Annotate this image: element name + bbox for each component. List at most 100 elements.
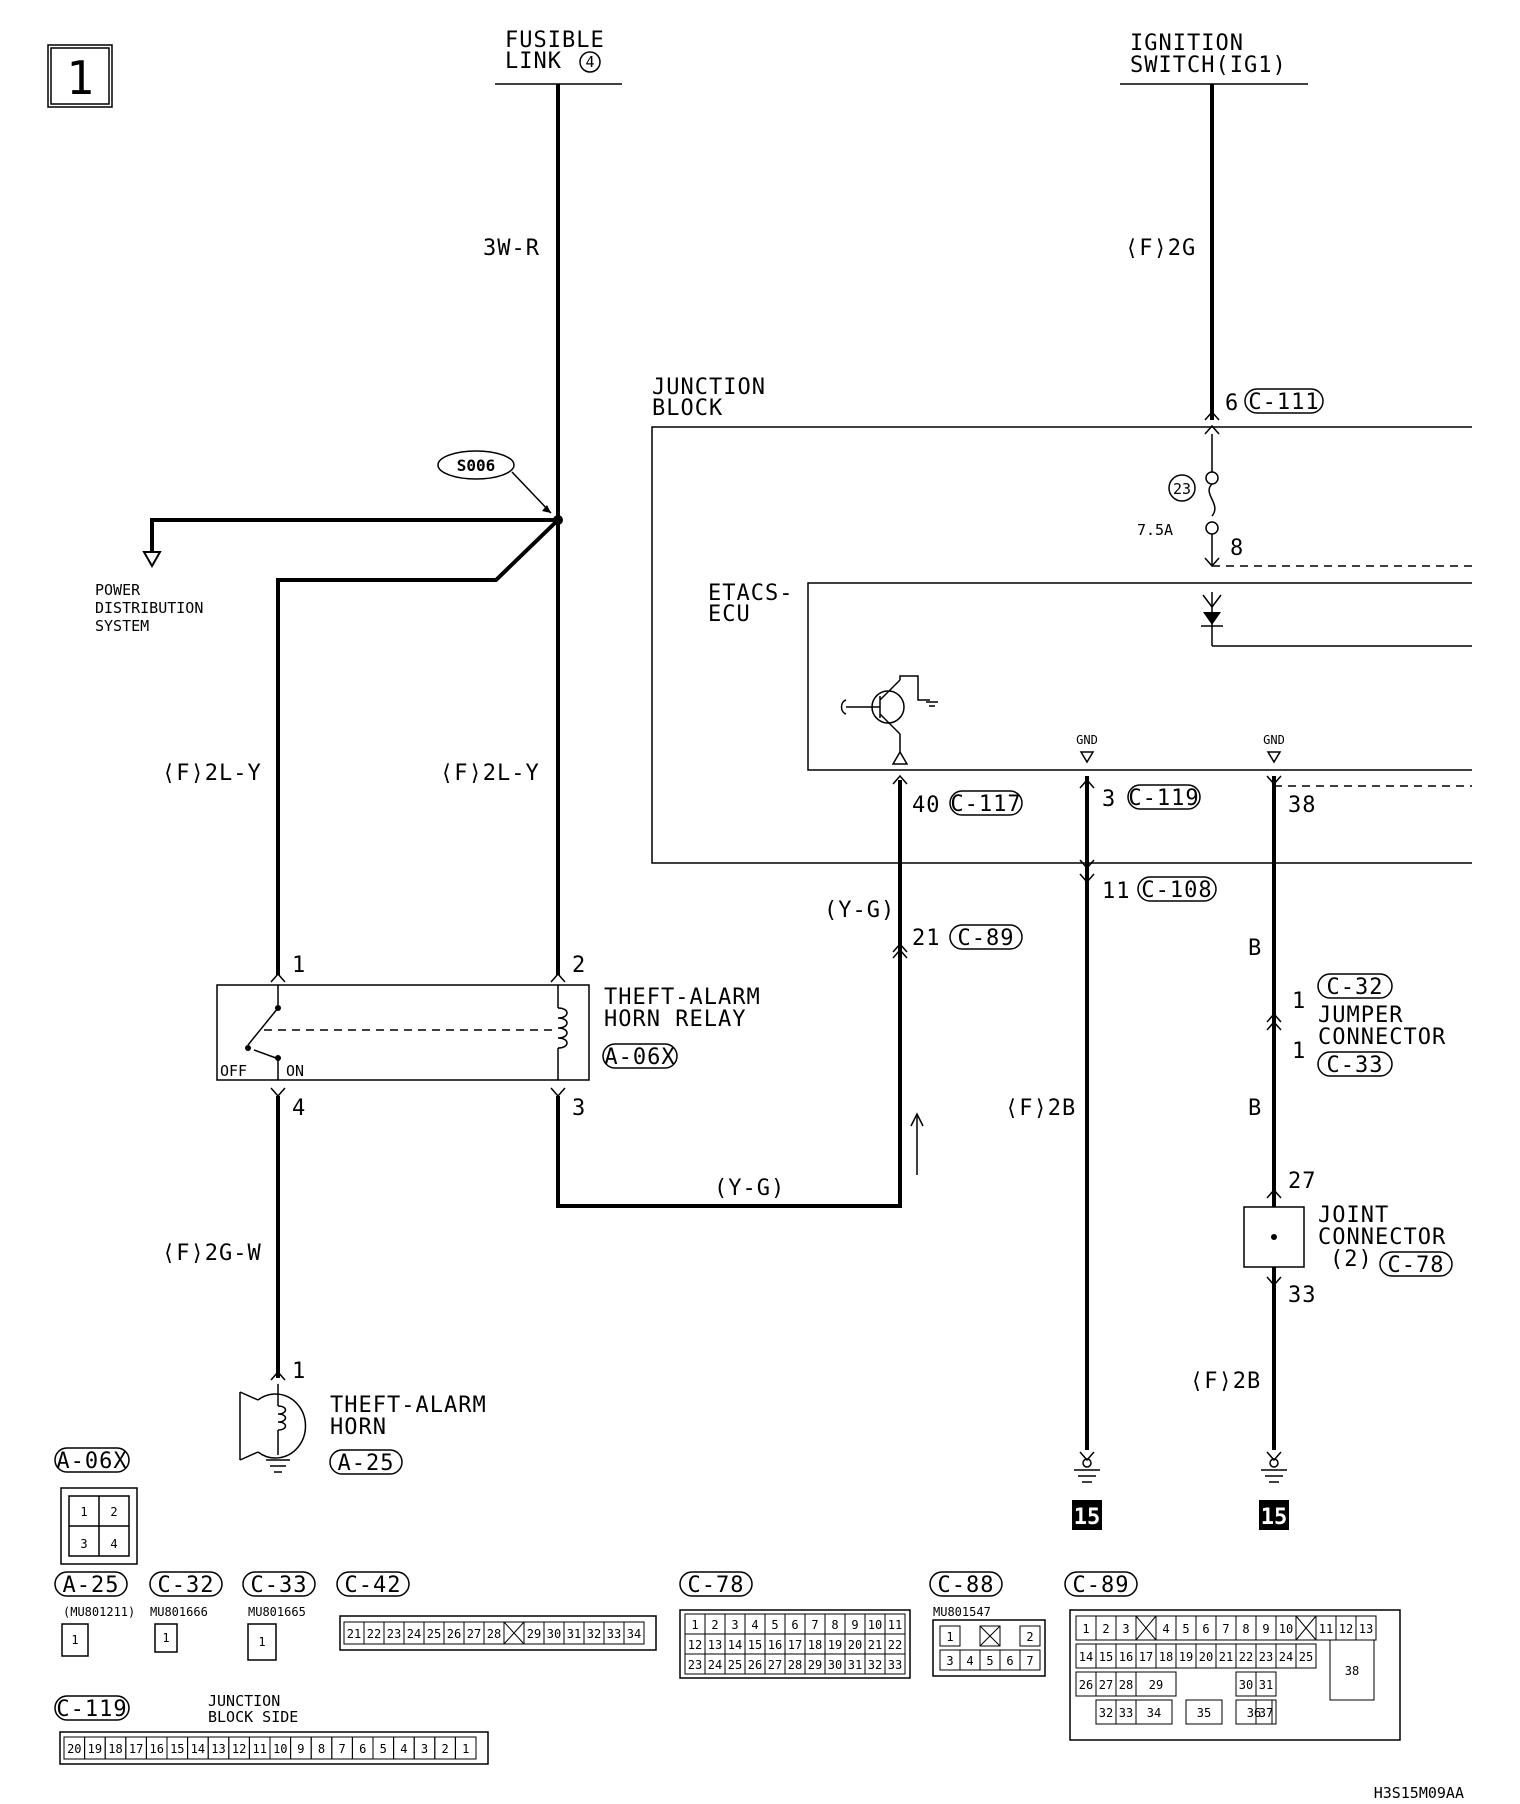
relay-name-2: HORN RELAY: [604, 1007, 746, 1032]
c89-pin: 24: [1279, 1650, 1293, 1664]
wire-label-b-lower: B: [1248, 1096, 1262, 1121]
wire-label-yg-top: (Y-G): [824, 898, 895, 923]
c78-pin: 28: [788, 1658, 802, 1672]
relay-on: ON: [286, 1062, 304, 1080]
c89-pin: 15: [1099, 1650, 1113, 1664]
c111-conn: C-111: [1248, 390, 1319, 415]
c32-pin: 1: [1292, 989, 1306, 1014]
a06x-pin: 4: [110, 1537, 117, 1551]
c88-blank-mark: [979, 1625, 1001, 1647]
ignition-switch-source: IGNITION SWITCH(IG1): [1120, 31, 1308, 85]
horn-conn: A-25: [338, 1451, 395, 1476]
a25-part: (MU801211): [63, 1605, 135, 1619]
c78-pin: 12: [688, 1638, 702, 1652]
c119-pin: 3: [421, 1742, 428, 1756]
c119-pin: 10: [273, 1742, 287, 1756]
c108-pin: 11: [1102, 879, 1131, 904]
c78-pin: 32: [868, 1658, 882, 1672]
power-dist-label-1: POWER: [95, 581, 141, 599]
c88-pin: 4: [966, 1654, 973, 1668]
c89-pin: 26: [1079, 1678, 1093, 1692]
c119-pin: 19: [88, 1742, 102, 1756]
c42-label: C-42: [345, 1573, 402, 1598]
power-dist-label-2: DISTRIBUTION: [95, 599, 203, 617]
fuse-pin: 8: [1230, 536, 1244, 561]
horn-label-1: THEFT-ALARM: [330, 1393, 487, 1418]
c78-pin: 20: [848, 1638, 862, 1652]
c78-pin: 11: [888, 1618, 902, 1632]
c89-conn: C-89: [958, 926, 1015, 951]
c32-view-label: C-32: [158, 1573, 215, 1598]
c78-pin: 4: [751, 1618, 758, 1632]
c33-view-label: C-33: [251, 1573, 308, 1598]
etacs-gnd2: GND: [1263, 733, 1285, 747]
c119-pin: 7: [338, 1742, 345, 1756]
c78-pin: 17: [788, 1638, 802, 1652]
c88-pin: 1: [946, 1630, 953, 1644]
joint-label-2: CONNECTOR: [1318, 1225, 1446, 1250]
etacs-ecu: ETACS- ECU GND GND: [708, 581, 1472, 771]
a06x-pin: 2: [110, 1505, 117, 1519]
a25-label: A-25: [63, 1573, 120, 1598]
c89-pin: 21: [1219, 1650, 1233, 1664]
c119-pin: 16: [149, 1742, 163, 1756]
c88-pin: 2: [1026, 1630, 1033, 1644]
c78-pin: 29: [808, 1658, 822, 1672]
c78-pin: 8: [831, 1618, 838, 1632]
wire-label-gnd-right: ⟨F⟩2B: [1190, 1369, 1261, 1394]
joint-pin33: 33: [1288, 1283, 1317, 1308]
c42-pin: 21: [347, 1627, 361, 1641]
ground-right-num: 15: [1261, 1505, 1288, 1530]
c32-part: MU801666: [150, 1605, 208, 1619]
splice-id: S006: [457, 456, 496, 475]
c89-pin: 4: [1162, 1622, 1169, 1636]
c78-label: C-78: [688, 1573, 745, 1598]
c78-pin: 30: [828, 1658, 842, 1672]
c33-conn: C-33: [1327, 1053, 1384, 1078]
c119-conn: C-119: [1128, 786, 1199, 811]
wire-label-3w-r: 3W-R: [483, 236, 540, 261]
c119-pin: 6: [359, 1742, 366, 1756]
c42-cell: [623, 1621, 645, 1645]
theft-alarm-horn-relay: 1 2 3 4 OFF ON THEFT-ALARM HORN RELAY A-…: [216, 953, 760, 1121]
c89-pin: 29: [1149, 1678, 1163, 1692]
fuse-number: 23: [1173, 480, 1191, 498]
c89-pin: 9: [1262, 1622, 1269, 1636]
c89-cell: [1255, 1699, 1277, 1725]
wire-label-relay2: ⟨F⟩2L-Y: [440, 761, 540, 786]
c42-pin: 22: [367, 1627, 381, 1641]
c32-view-pin: 1: [162, 1631, 169, 1645]
c89-pin: 21: [912, 926, 941, 951]
c89-pin: 6: [1202, 1622, 1209, 1636]
wire-label-horn: ⟨F⟩2G-W: [162, 1241, 262, 1266]
c119-pin: 3: [1102, 787, 1116, 812]
c119-side-1: JUNCTION: [208, 1692, 280, 1710]
jumper-label-1: JUMPER: [1318, 1003, 1403, 1028]
joint-pin27: 27: [1288, 1169, 1317, 1194]
pin-38: 38: [1288, 793, 1317, 818]
relay-pin4: 4: [292, 1096, 306, 1121]
wire-y-g: [556, 780, 902, 1208]
c78-pin: 2: [711, 1618, 718, 1632]
page-number-box: 1: [47, 44, 113, 108]
ground-left-num: 15: [1074, 1505, 1101, 1530]
c89-pin: 27: [1099, 1678, 1113, 1692]
c117-pin: 40: [912, 793, 941, 818]
c33-part: MU801665: [248, 1605, 306, 1619]
a06x-pin: 3: [80, 1537, 87, 1551]
c88-pin: 7: [1026, 1654, 1033, 1668]
jb-label-2: BLOCK: [652, 396, 723, 421]
wire-label-gnd-left: ⟨F⟩2B: [1005, 1096, 1076, 1121]
a25-pin: 1: [71, 1633, 78, 1647]
c89-cell: [1135, 1699, 1173, 1725]
c89-pin: 38: [1345, 1664, 1359, 1678]
etacs-label-1: ETACS-: [708, 581, 793, 606]
c89-pin: 31: [1259, 1678, 1273, 1692]
c89-view-label: C-89: [1073, 1573, 1130, 1598]
relay-pin2: 2: [572, 953, 586, 978]
etacs-gnd1: GND: [1076, 733, 1098, 747]
c89-pin: 20: [1199, 1650, 1213, 1664]
